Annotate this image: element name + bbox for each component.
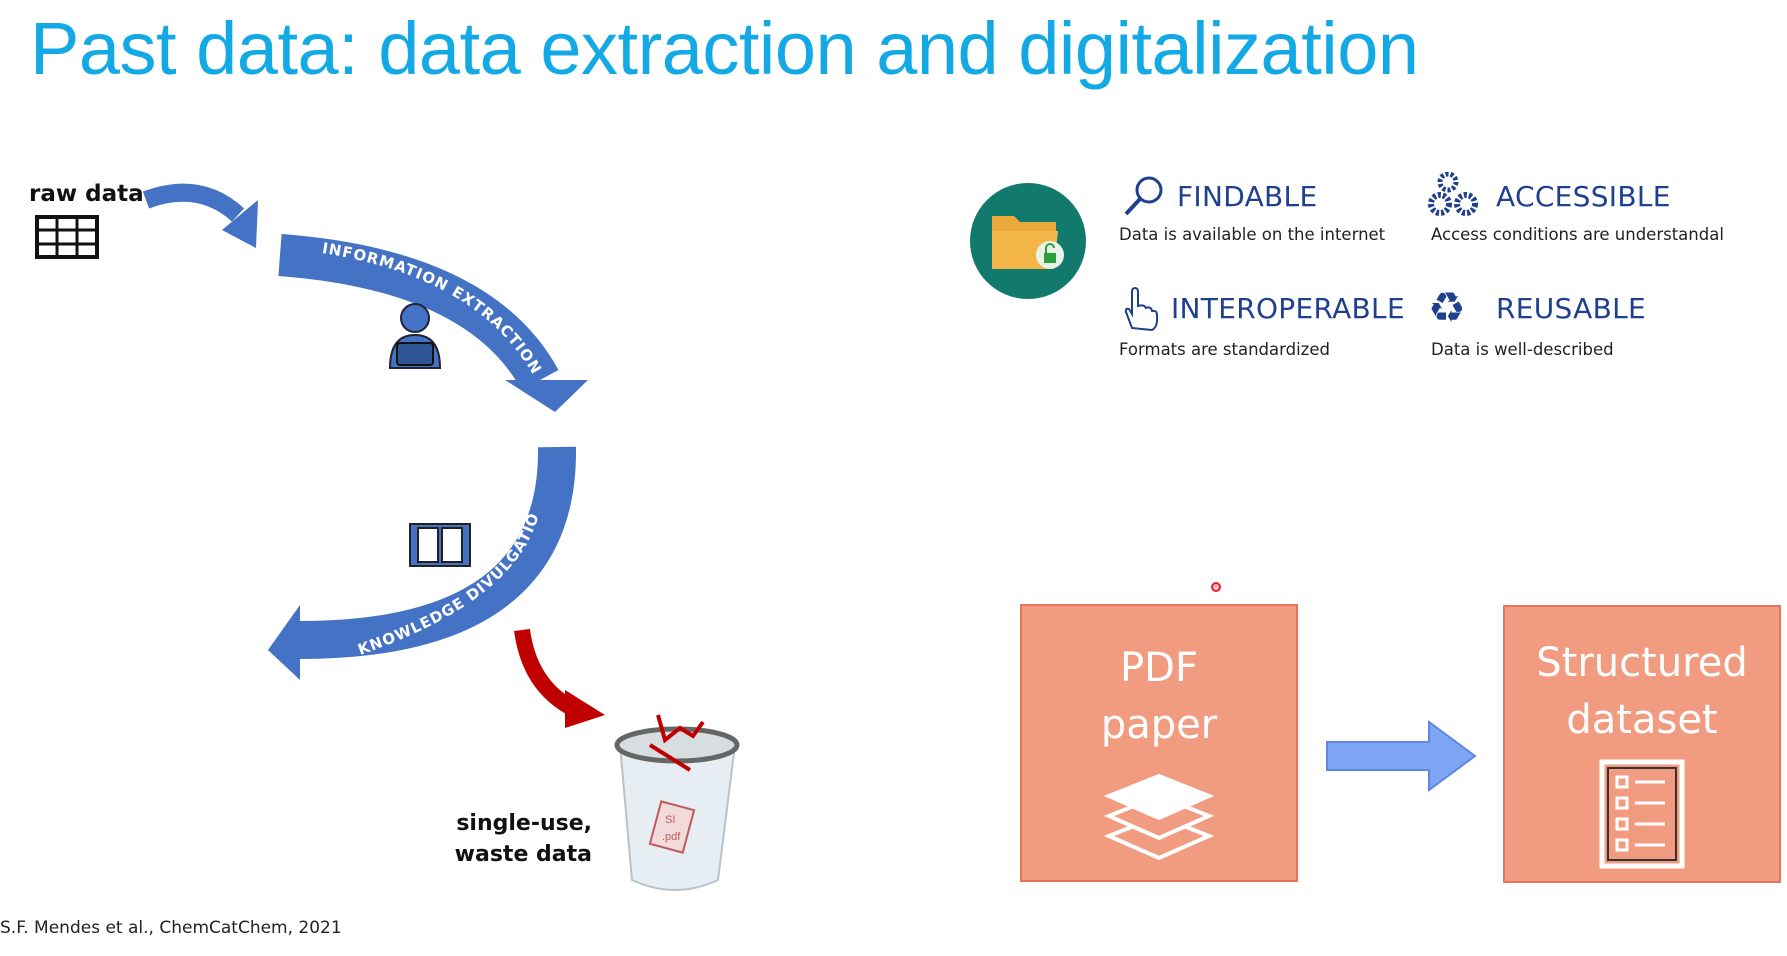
knowledge-divulgation-arrow: KNOWLEDGE DIVULGATION bbox=[0, 0, 577, 680]
magnifier-icon bbox=[1124, 176, 1163, 216]
raw-data-label: raw data bbox=[29, 181, 144, 207]
table-grid-icon bbox=[35, 215, 99, 259]
trash-doc-label: SI bbox=[665, 814, 675, 826]
recycle-icon: ♻ bbox=[1428, 283, 1466, 332]
fair-title-findable: FINDABLE bbox=[1177, 180, 1318, 213]
waste-data-label: single-use, waste data bbox=[440, 808, 592, 870]
waste-line-1: single-use, bbox=[456, 811, 592, 836]
folder-lock-icon bbox=[992, 216, 1064, 269]
fair-subtitle-interoperable: Formats are standardized bbox=[1119, 340, 1330, 359]
pdf-paper-box: PDF paper bbox=[1020, 604, 1298, 882]
fair-subtitle-findable: Data is available on the internet bbox=[1119, 225, 1386, 244]
structured-dataset-line-1: Structured bbox=[1536, 640, 1748, 686]
structured-dataset-box: Structured dataset bbox=[1503, 605, 1781, 883]
information-extraction-arrow: INFORMATION EXTRACTION bbox=[278, 234, 588, 412]
trash-can-icon: SI .pdf bbox=[614, 714, 740, 891]
fair-subtitle-reusable: Data is well-described bbox=[1431, 340, 1614, 359]
checklist-icon bbox=[1599, 759, 1685, 869]
fair-title-reusable: REUSABLE bbox=[1496, 292, 1646, 325]
pointer-hand-icon bbox=[1124, 286, 1158, 332]
small-arrow-icon bbox=[142, 183, 258, 248]
fair-title-accessible: ACCESSIBLE bbox=[1496, 180, 1671, 213]
structured-dataset-line-2: dataset bbox=[1566, 697, 1718, 743]
book-icon bbox=[409, 523, 471, 567]
pdf-paper-line-2: paper bbox=[1100, 702, 1218, 748]
waste-line-2: waste data bbox=[454, 842, 592, 867]
red-arrow-icon bbox=[514, 628, 605, 728]
citation: S.F. Mendes et al., ChemCatChem, 2021 bbox=[0, 918, 342, 938]
books-stack-icon bbox=[1103, 773, 1215, 861]
slide-title: Past data: data extraction and digitaliz… bbox=[30, 7, 1419, 90]
data-lifecycle-diagram: INFORMATION EXTRACTION KNOWLEDGE DIVULGA… bbox=[0, 0, 740, 891]
gears-icon bbox=[1428, 172, 1478, 216]
trash-doc-ext: .pdf bbox=[662, 831, 681, 843]
fair-title-interoperable: INTEROPERABLE bbox=[1171, 292, 1405, 325]
flow-arrow-icon bbox=[1326, 720, 1477, 792]
pdf-paper-line-1: PDF bbox=[1120, 645, 1198, 691]
fair-folder-logo bbox=[970, 183, 1086, 299]
fair-subtitle-accessible: Access conditions are understandal bbox=[1431, 225, 1724, 244]
laser-pointer-dot bbox=[1211, 582, 1221, 592]
programmer-icon bbox=[388, 303, 442, 369]
